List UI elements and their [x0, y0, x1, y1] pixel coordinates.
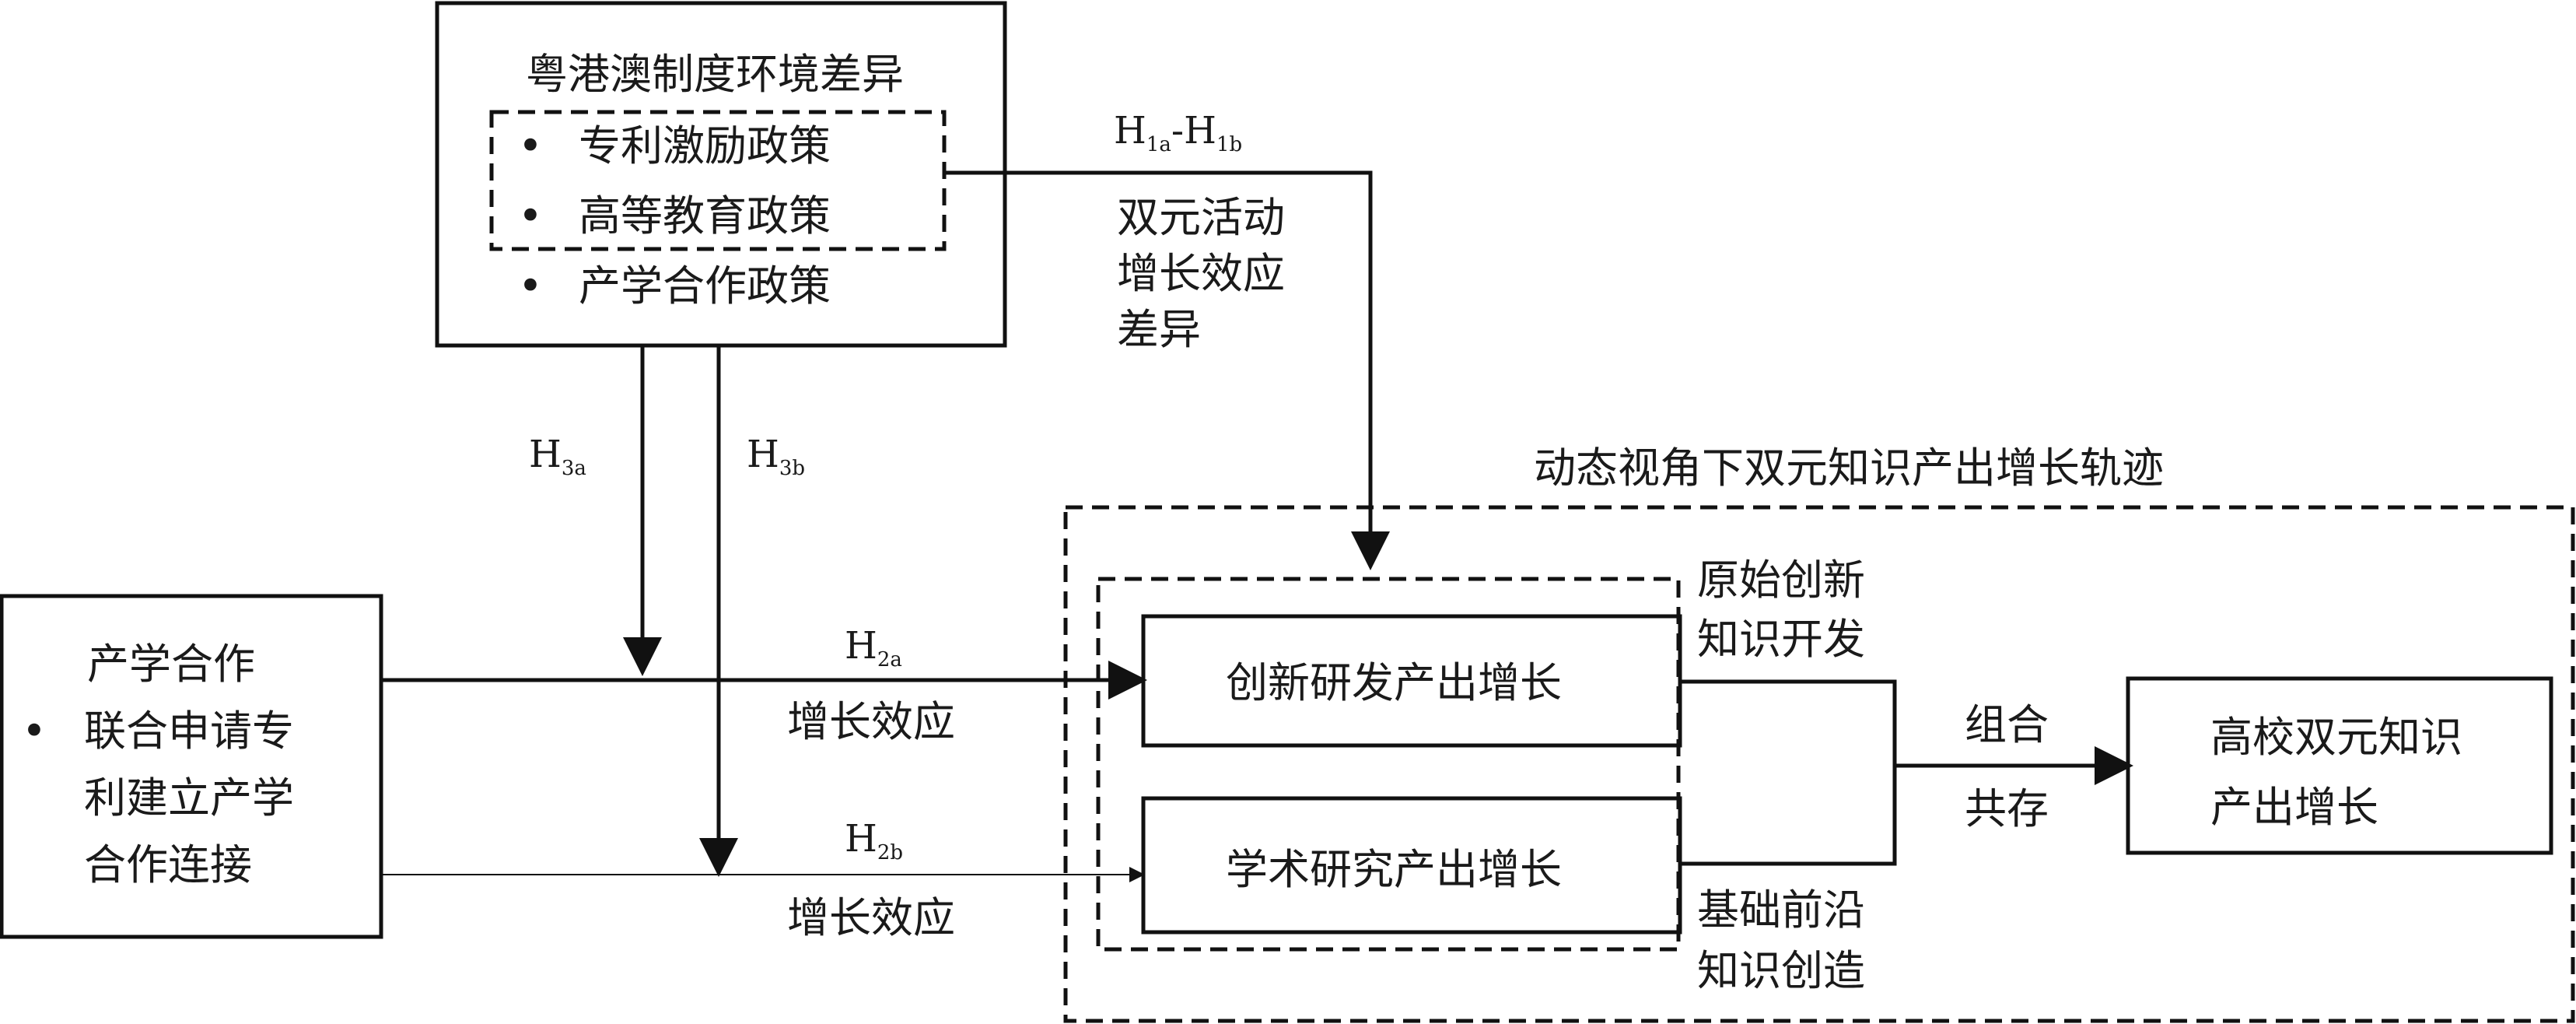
cooperation-box-title: 产学合作 [87, 640, 255, 689]
policy-item-label: 专利激励政策 [579, 121, 831, 170]
policy-item-education: • 高等教育政策 [518, 191, 831, 240]
h2a-label: H2a [845, 624, 902, 672]
outcome-line: 产出增长 [2210, 783, 2378, 832]
academic-output-box: 学术研究产出增长 [1141, 796, 1682, 935]
cooperation-box-line: 联合申请专 [84, 707, 294, 756]
combine-label-top: 组合 [1965, 700, 2049, 749]
trajectory-frame: 动态视角下双元知识产出增长轨迹 [1063, 444, 2575, 1023]
innovation-note: 原始创新 知识开发 [1697, 556, 1865, 664]
patent-education-policy-dashed-group [489, 110, 947, 251]
bullet-marker: • [22, 707, 47, 756]
cooperation-box-line: 利建立产学 [84, 773, 294, 822]
h1-note-line: 差异 [1117, 305, 1201, 354]
cooperation-box: 产学合作 • 联合申请专 利建立产学 合作连接 [0, 594, 383, 939]
outcome-line: 高校双元知识 [2210, 713, 2462, 762]
h2b-note: 增长效应 [787, 893, 955, 942]
h1-note-line: 双元活动 [1117, 193, 1285, 242]
bullet-marker: • [518, 121, 543, 170]
cooperation-box-line: 合作连接 [84, 840, 252, 889]
innovation-output-box: 创新研发产出增长 [1141, 614, 1682, 748]
institutional-environment-box: 粤港澳制度环境差异 • 专利激励政策 • 高等教育政策 • 产学合作政策 [435, 1, 1007, 348]
university-dual-knowledge-output-box: 高校双元知识 产出增长 [2126, 676, 2553, 855]
h2b-label: H2b [845, 817, 903, 864]
h2a-note: 增长效应 [787, 697, 955, 746]
trajectory-title: 动态视角下双元知识产出增长轨迹 [1534, 444, 2164, 493]
combine-label-bottom: 共存 [1965, 784, 2049, 833]
academic-connector [1680, 766, 1897, 866]
academic-note-line: 知识创造 [1697, 946, 1865, 995]
bullet-marker: • [518, 191, 543, 240]
h1-note: 双元活动 增长效应 差异 [1117, 193, 1285, 354]
innovation-note-line: 原始创新 [1697, 556, 1865, 605]
h3b-label: H3b [747, 433, 805, 480]
h1-label: H1a-H1b [1114, 109, 1242, 156]
innovation-note-line: 知识开发 [1697, 615, 1865, 664]
academic-output-label: 学术研究产出增长 [1226, 845, 1562, 894]
h1-arrow [944, 170, 1390, 570]
policy-item-label: 产学合作政策 [579, 261, 831, 310]
bullet-marker: • [518, 261, 543, 310]
h3a-label: H3a [529, 433, 586, 480]
academic-note-line: 基础前沿 [1697, 885, 1865, 935]
policy-item-cooperation: • 产学合作政策 [518, 261, 831, 310]
academic-note: 基础前沿 知识创造 [1697, 885, 1865, 995]
policy-item-patent: • 专利激励政策 [518, 121, 831, 170]
institutional-box-title: 粤港澳制度环境差异 [526, 50, 904, 99]
policy-item-label: 高等教育政策 [579, 191, 831, 240]
innovation-output-label: 创新研发产出增长 [1226, 658, 1562, 707]
innovation-connector [1680, 679, 1897, 766]
h1-note-line: 增长效应 [1117, 249, 1285, 298]
